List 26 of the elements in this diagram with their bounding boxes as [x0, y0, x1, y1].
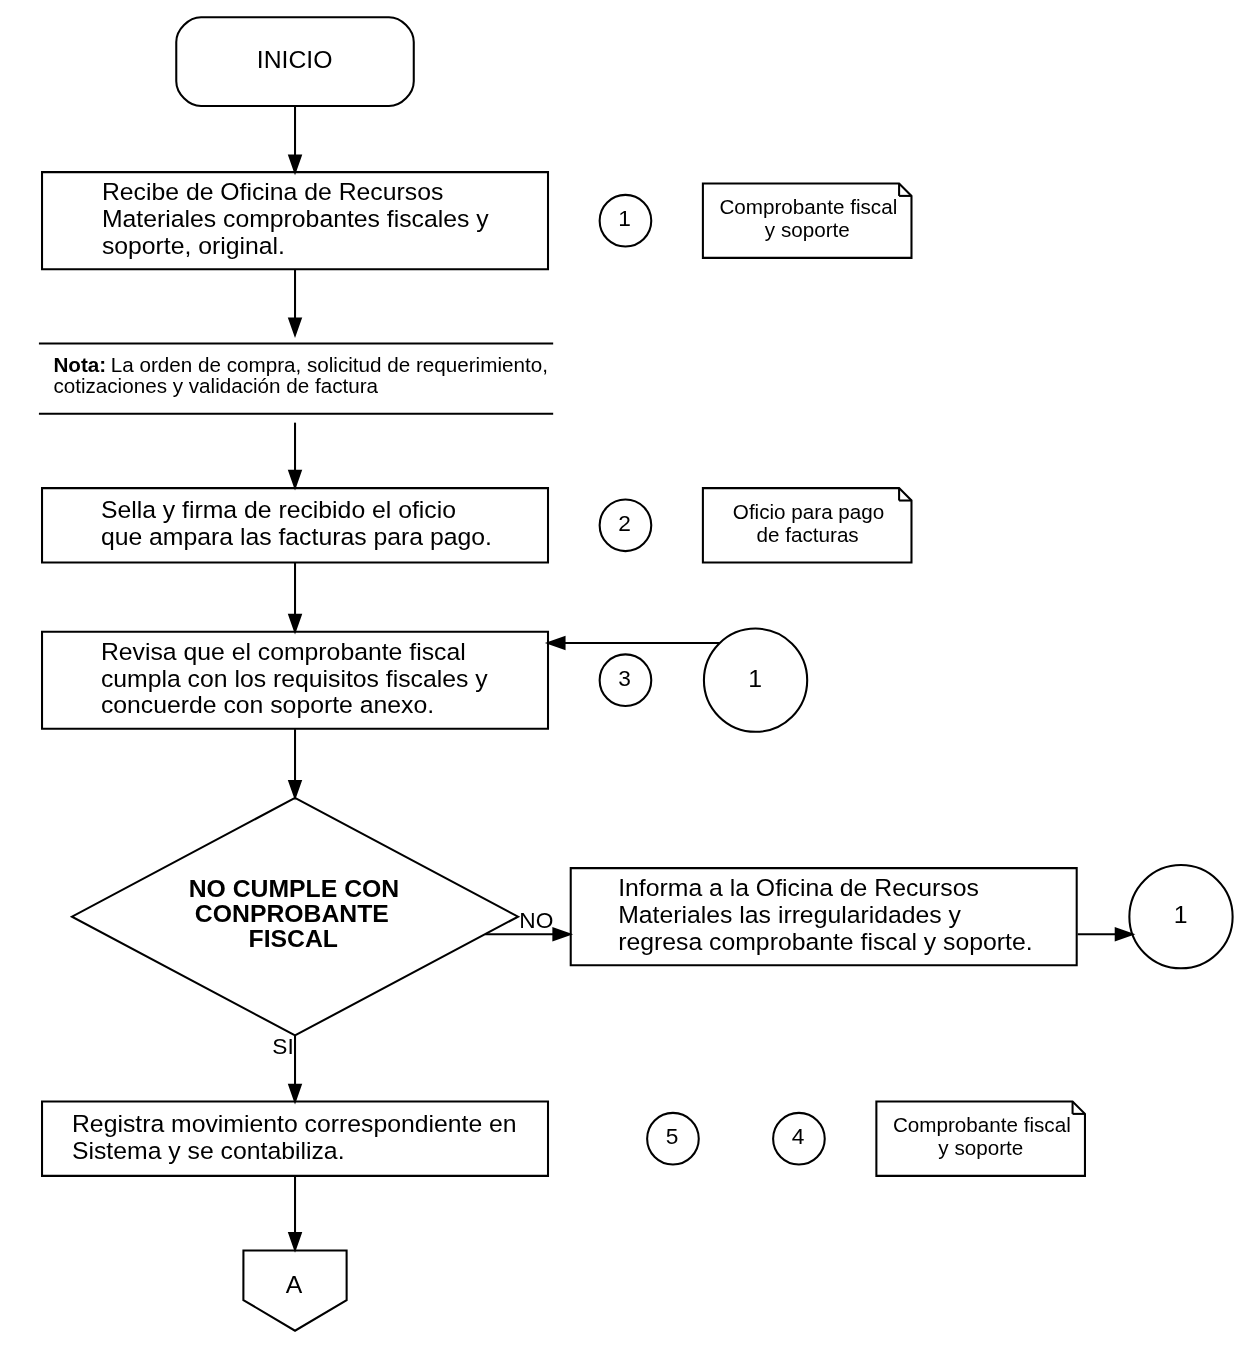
arrow: [287, 269, 303, 338]
arrow: [1077, 926, 1136, 941]
node-box: Sella y firma de recibido el oficio que ampara las facturas para pago.: [41, 486, 550, 563]
node-box: Informa a la Oficina de Recursos Materiales las irregularidades y regresa comprobante fiscal y soporte.: [569, 866, 1078, 966]
arrow: [287, 1175, 303, 1253]
node-box: Recibe de Oficina de Recursos Materiales comprobantes fiscales y soporte, original.: [41, 170, 550, 270]
node-circle: 1: [598, 193, 653, 248]
node-circle: 3: [598, 652, 653, 707]
node-box: Revisa que el comprobante fiscal cumpla con los requisitos fiscales y concuerde con soporte anexo.: [41, 630, 550, 730]
arrow: [287, 1034, 303, 1104]
arrow: [287, 106, 303, 175]
arrow: [544, 635, 720, 650]
arrow: [287, 562, 303, 634]
node-box: INICIO: [175, 15, 415, 107]
node-text: Nota: La orden de compra, solicitud de requerimiento, cotizaciones y validación de factura: [53, 352, 548, 397]
arrow: [287, 422, 303, 490]
node-circle: 1: [702, 627, 809, 733]
node-circle: 2: [598, 497, 653, 552]
node-circle: 4: [772, 1111, 826, 1166]
arrow: [287, 728, 303, 801]
arrow: [485, 926, 574, 941]
node-circle: 5: [646, 1111, 700, 1166]
node-box: Registra movimiento correspondiente en Sistema y se contabiliza.: [41, 1099, 550, 1177]
node-diamond: NO CUMPLE CON CONPROBANTE FISCAL: [69, 796, 521, 1037]
edge-label: NO: [519, 906, 554, 933]
node-circle: 1: [1128, 863, 1234, 969]
